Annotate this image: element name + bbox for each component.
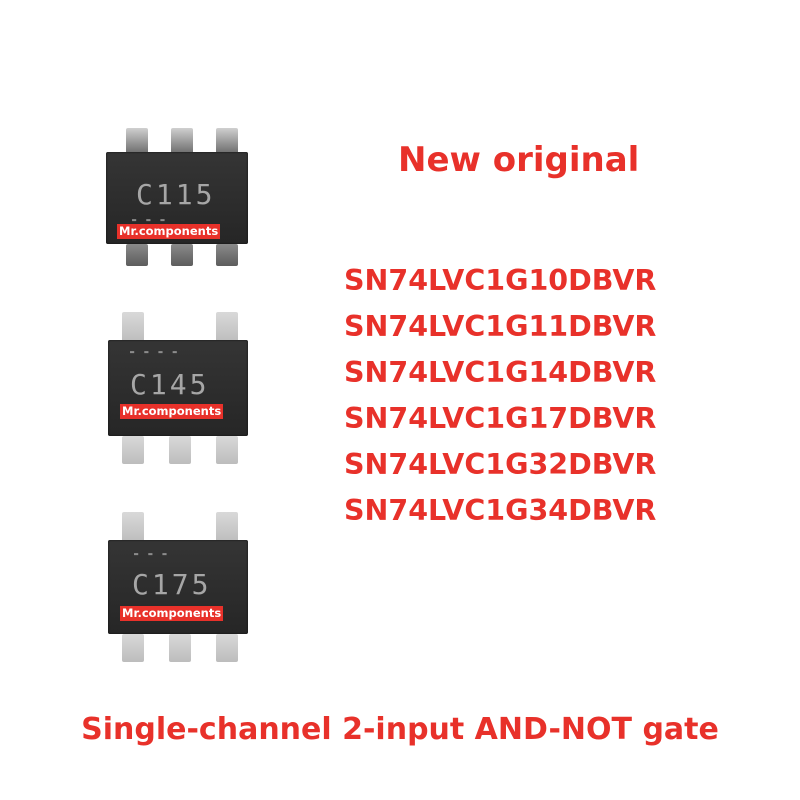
- part-number: SN74LVC1G17DBVR: [344, 402, 657, 435]
- part-number: SN74LVC1G14DBVR: [344, 356, 657, 389]
- part-number-list: SN74LVC1G10DBVR SN74LVC1G11DBVR SN74LVC1…: [344, 258, 656, 534]
- footer-caption: Single-channel 2-input AND-NOT gate: [81, 712, 719, 747]
- chip-pin: [171, 128, 193, 154]
- watermark-logo: Mr.components: [117, 224, 221, 239]
- part-number: SN74LVC1G11DBVR: [344, 310, 657, 343]
- watermark-logo: Mr.components: [120, 404, 224, 419]
- chip-pin: [126, 244, 148, 266]
- watermark-logo: Mr.components: [120, 606, 224, 621]
- chip-body: ▬▬▬ C175: [108, 540, 248, 634]
- chip-pin: [216, 312, 238, 342]
- part-number: SN74LVC1G32DBVR: [344, 448, 657, 481]
- chip-c145: ▬▬▬▬ C145 Mr.components: [100, 312, 260, 464]
- chip-pin: [216, 436, 238, 464]
- chip-pin: [216, 512, 238, 542]
- part-number: SN74LVC1G10DBVR: [344, 264, 657, 297]
- chip-ticks: ▬▬▬: [132, 216, 175, 224]
- chip-pin: [122, 512, 144, 542]
- chip-marking: C175: [132, 568, 212, 601]
- chip-c175: ▬▬▬ C175 Mr.components: [100, 512, 260, 662]
- chip-pin: [126, 128, 148, 154]
- chip-c115: C115 ▬▬▬ Mr.components: [100, 120, 260, 270]
- chip-pin: [122, 312, 144, 342]
- part-number: SN74LVC1G34DBVR: [344, 494, 657, 527]
- chip-ticks: ▬▬▬: [134, 550, 177, 558]
- chip-body: ▬▬▬▬ C145: [108, 340, 248, 436]
- chip-ticks: ▬▬▬▬: [130, 348, 187, 356]
- chip-pin: [169, 634, 191, 662]
- chip-pin: [169, 436, 191, 464]
- chip-marking: C145: [130, 368, 210, 401]
- chip-pin: [216, 244, 238, 266]
- chip-marking: C115: [136, 178, 216, 211]
- chip-pin: [216, 128, 238, 154]
- chip-pin: [216, 634, 238, 662]
- chip-pin: [122, 436, 144, 464]
- chip-pin: [171, 244, 193, 266]
- headline: New original: [398, 140, 640, 180]
- chip-pin: [122, 634, 144, 662]
